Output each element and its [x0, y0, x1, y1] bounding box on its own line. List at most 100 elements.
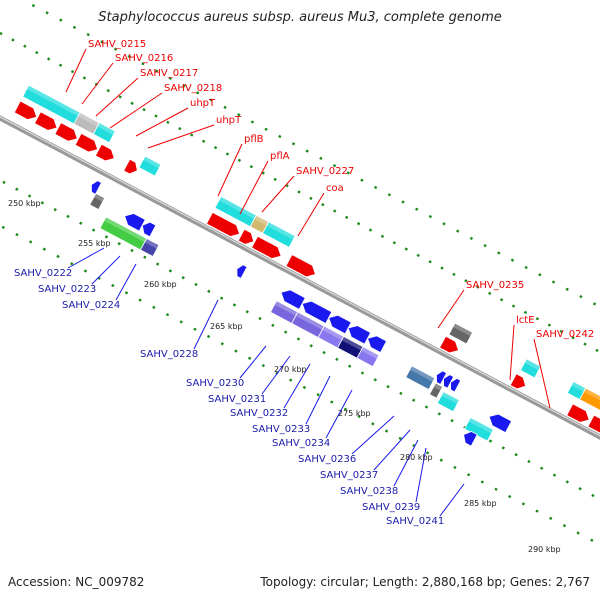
gene-feature-7 — [94, 143, 115, 162]
scale-tick-label: 280 kbp — [400, 453, 433, 462]
gene-label-reverse[interactable]: SAHV_0233 — [252, 424, 310, 435]
leader-reverse-9 — [351, 415, 395, 455]
gene-feature-33 — [236, 264, 248, 279]
gene-feature-16 — [285, 254, 317, 278]
gene-feature-19 — [519, 358, 542, 379]
leader-reverse-2 — [115, 263, 137, 301]
gene-label-reverse[interactable]: SAHV_0223 — [38, 284, 96, 295]
gene-feature-10 — [214, 195, 257, 228]
gene-feature-37 — [347, 325, 372, 345]
gene-label-reverse[interactable]: SAHV_0230 — [186, 378, 244, 389]
gene-label-forward[interactable]: SAHV_0215 — [88, 39, 146, 50]
backbone-highlight — [0, 116, 600, 437]
dotted-ring-1 — [0, 31, 600, 354]
gene-feature-50 — [488, 413, 513, 434]
gene-label-reverse[interactable]: SAHV_0228 — [140, 349, 198, 360]
leader-forward-0 — [65, 48, 87, 93]
gene-feature-25 — [587, 414, 600, 434]
gene-label-forward[interactable]: uhpT — [216, 115, 242, 126]
gene-feature-18 — [439, 335, 460, 354]
leader-forward-8 — [261, 175, 295, 213]
leader-forward-11 — [509, 324, 515, 381]
gene-feature-38 — [367, 335, 388, 354]
gene-feature-21 — [566, 380, 587, 401]
gene-feature-48 — [428, 382, 444, 399]
gene-feature-22 — [579, 387, 600, 421]
gene-label-reverse[interactable]: SAHV_0241 — [386, 516, 444, 527]
dotted-ring-0 — [20, 0, 600, 309]
gene-feature-12 — [262, 221, 296, 248]
leader-forward-7 — [239, 160, 269, 215]
gene-label-reverse[interactable]: SAHV_0222 — [14, 268, 72, 279]
leader-reverse-3 — [193, 299, 219, 350]
feature-layer — [13, 84, 600, 447]
gene-feature-44 — [405, 365, 436, 391]
gene-label-forward[interactable]: SAHV_0216 — [115, 53, 173, 64]
leader-forward-3 — [109, 92, 163, 129]
gene-feature-52 — [463, 431, 478, 447]
scale-tick-label: 285 kbp — [464, 499, 497, 508]
gene-feature-20 — [509, 373, 527, 390]
scale-tick-label: 270 kbp — [274, 365, 307, 374]
scale-tick-label: 260 kbp — [144, 280, 177, 289]
leader-lines — [65, 48, 551, 517]
dotted-rings — [0, 0, 600, 546]
leader-reverse-10 — [373, 429, 411, 471]
gene-feature-46 — [443, 374, 455, 389]
gene-feature-34 — [280, 289, 306, 310]
gene-feature-15 — [250, 235, 282, 259]
gene-label-forward[interactable]: SAHV_0217 — [140, 68, 198, 79]
gene-label-reverse[interactable]: SAHV_0238 — [340, 486, 398, 497]
gene-label-forward[interactable]: SAHV_0218 — [164, 83, 222, 94]
backbone-line — [0, 115, 600, 440]
gene-feature-32 — [139, 237, 160, 258]
leader-forward-12 — [533, 338, 551, 409]
leader-reverse-13 — [439, 483, 465, 517]
gene-feature-11 — [249, 214, 270, 234]
gene-label-reverse[interactable]: SAHV_0234 — [272, 438, 330, 449]
leader-forward-5 — [147, 124, 215, 149]
leader-reverse-12 — [415, 447, 427, 503]
gene-label-forward[interactable]: SAHV_0242 — [536, 329, 594, 340]
gene-feature-43 — [356, 346, 380, 368]
gene-label-forward[interactable]: pflA — [270, 151, 290, 162]
gene-label-forward[interactable]: coa — [326, 183, 344, 194]
leader-reverse-6 — [283, 363, 311, 409]
gene-feature-40 — [291, 311, 325, 339]
gene-feature-35 — [301, 300, 333, 324]
topology-text: Topology: circular; Length: 2,880,168 bp… — [260, 575, 590, 589]
gene-label-forward[interactable]: lctE — [516, 315, 535, 326]
scale-tick-label: 250 kbp — [8, 199, 41, 208]
gene-feature-24 — [566, 403, 590, 423]
leader-forward-9 — [297, 192, 325, 237]
leader-reverse-5 — [261, 355, 291, 395]
gene-feature-14 — [237, 228, 255, 245]
leader-forward-6 — [217, 143, 243, 197]
gene-label-reverse[interactable]: SAHV_0231 — [208, 394, 266, 405]
gene-label-reverse[interactable]: SAHV_0237 — [320, 470, 378, 481]
gene-feature-27 — [89, 192, 106, 211]
gene-feature-47 — [450, 377, 462, 393]
dotted-ring-3 — [0, 224, 600, 546]
gene-label-reverse[interactable]: SAHV_0232 — [230, 408, 288, 419]
gene-label-reverse[interactable]: SAHV_0224 — [62, 300, 120, 311]
gene-feature-3 — [13, 100, 38, 121]
gene-label-forward[interactable]: uhpT — [190, 98, 216, 109]
gene-label-forward[interactable]: SAHV_0235 — [466, 280, 524, 291]
gene-label-forward[interactable]: SAHV_0227 — [296, 166, 354, 177]
accession-text: Accession: NC_009782 — [8, 575, 145, 589]
gene-label-reverse[interactable]: SAHV_0236 — [298, 454, 356, 465]
gene-feature-9 — [123, 158, 138, 175]
leader-forward-1 — [81, 62, 114, 105]
leader-reverse-1 — [91, 255, 121, 285]
gene-feature-30 — [141, 221, 157, 238]
scale-tick-label: 290 kbp — [528, 545, 561, 554]
gene-feature-17 — [448, 322, 474, 345]
leader-reverse-7 — [305, 375, 331, 425]
leader-reverse-4 — [239, 345, 267, 379]
gene-feature-36 — [328, 314, 352, 335]
leader-reverse-0 — [67, 247, 105, 269]
gene-label-forward[interactable]: pflB — [244, 134, 264, 145]
gene-label-reverse[interactable]: SAHV_0239 — [362, 502, 420, 513]
